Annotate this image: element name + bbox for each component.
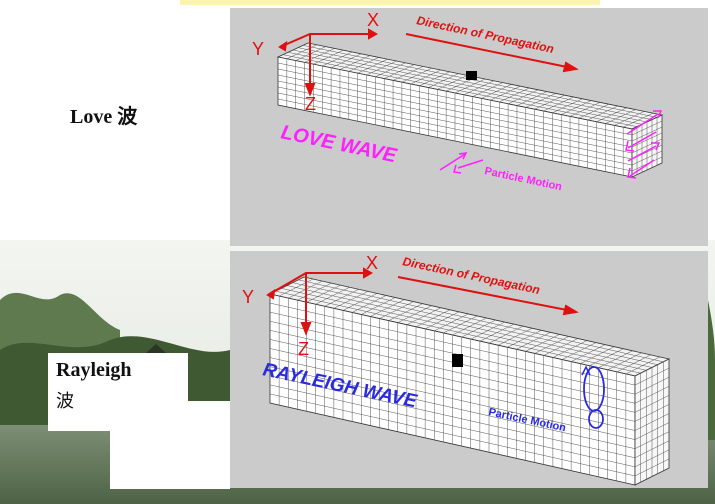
rayleigh-wave-label-suffix: 波 xyxy=(56,391,74,411)
love-direction-arrow xyxy=(405,33,579,73)
love-axis-x-label: X xyxy=(367,10,379,30)
love-wave-name: LOVE WAVE xyxy=(279,121,399,167)
love-end-face-arrows xyxy=(625,110,663,179)
rayleigh-axis-x-label: X xyxy=(366,253,378,273)
white-patch xyxy=(110,401,230,489)
love-wave-diagram: X Y Z Direction of Propagation LOVE WAVE… xyxy=(252,10,664,193)
rayleigh-axis-y-label: Y xyxy=(242,287,254,307)
rayleigh-axis-z-label: Z xyxy=(298,339,309,359)
rayleigh-particle-marker xyxy=(452,354,463,367)
love-axis-z-label: Z xyxy=(305,94,316,114)
rayleigh-wave-block xyxy=(268,276,671,486)
rayleigh-direction-arrow xyxy=(397,276,579,316)
love-particle-motion-arrows xyxy=(439,152,484,174)
rayleigh-wave-label: Rayleigh xyxy=(56,359,132,381)
love-particle-motion-label: Particle Motion xyxy=(483,165,563,193)
love-axis-y-label: Y xyxy=(252,39,264,59)
rayleigh-wave-panel: X Y Z Direction of Propagation RAYLEIGH … xyxy=(230,251,708,488)
top-banner xyxy=(180,0,600,5)
love-wave-label: Love 波 xyxy=(70,106,138,128)
love-wave-block xyxy=(276,42,664,178)
rayleigh-axes xyxy=(266,267,374,336)
love-wave-panel: X Y Z Direction of Propagation LOVE WAVE… xyxy=(230,8,708,246)
rayleigh-elliptical-motion xyxy=(581,365,605,429)
love-particle-marker xyxy=(466,71,477,80)
love-axes xyxy=(278,28,379,97)
rayleigh-wave-diagram: X Y Z Direction of Propagation RAYLEIGH … xyxy=(242,253,671,486)
